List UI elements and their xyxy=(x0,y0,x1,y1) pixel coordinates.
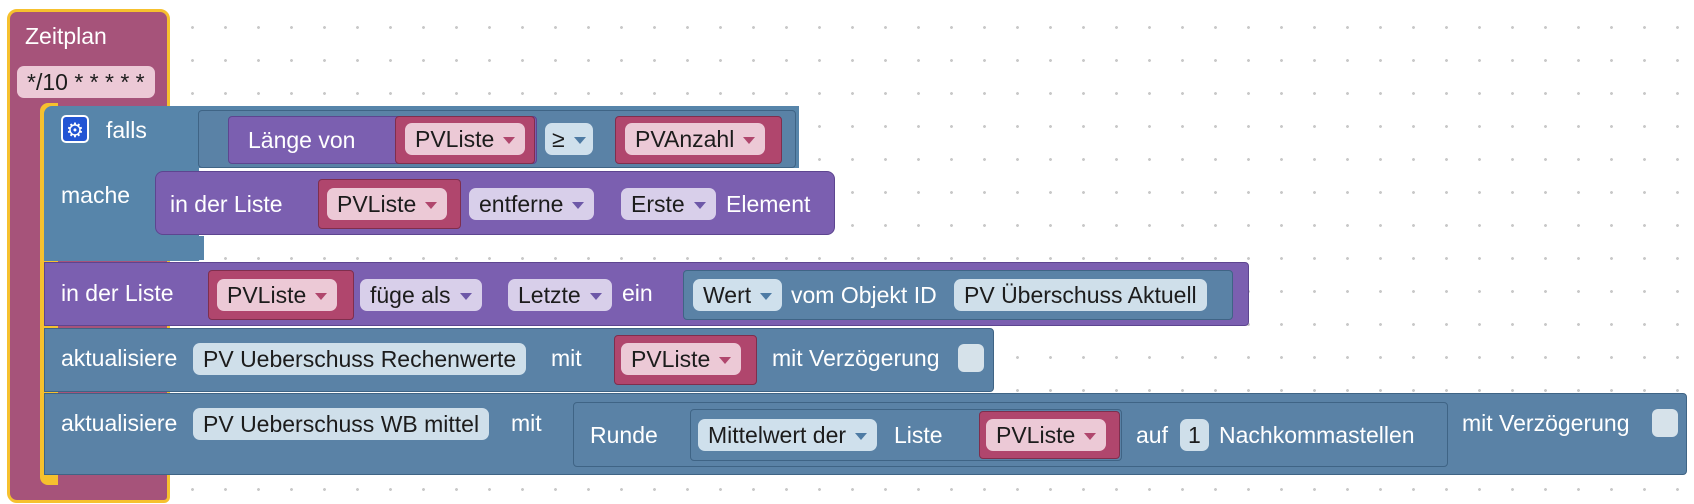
chevron-down-icon xyxy=(760,293,773,300)
remove-action-dropdown[interactable]: entferne xyxy=(469,188,595,220)
if-label: falls xyxy=(106,117,147,143)
list-remove-block[interactable] xyxy=(155,171,835,235)
chevron-down-icon xyxy=(743,137,756,144)
object-id-label: vom Objekt ID xyxy=(791,282,937,308)
chevron-down-icon xyxy=(315,293,328,300)
delay-label: mit Verzögerung xyxy=(772,345,940,371)
chevron-down-icon xyxy=(719,357,732,364)
insert-action-dropdown[interactable]: füge als xyxy=(360,279,482,311)
variable-dropdown[interactable]: PVAnzahl xyxy=(625,123,766,155)
chevron-down-icon xyxy=(573,137,586,144)
cron-field[interactable]: */10 * * * * * xyxy=(17,66,155,98)
schedule-title: Zeitplan xyxy=(25,23,107,49)
insert-prefix: in der Liste xyxy=(61,280,174,306)
operator-value: ≥ xyxy=(552,126,565,152)
length-label: Länge von xyxy=(248,127,356,153)
mit-label: mit xyxy=(551,345,582,371)
gear-icon[interactable]: ⚙ xyxy=(61,115,89,143)
decimals-field[interactable]: 1 xyxy=(1180,419,1209,451)
decimals-value: 1 xyxy=(1188,422,1201,448)
variable-dropdown[interactable]: PVListe xyxy=(217,279,338,311)
round-label: Runde xyxy=(590,422,658,448)
insert-position: Letzte xyxy=(518,282,581,308)
chevron-down-icon xyxy=(503,137,516,144)
variable-name: PVListe xyxy=(631,346,711,372)
mit-label: mit xyxy=(511,410,542,436)
math-op-dropdown[interactable]: Mittelwert der xyxy=(698,419,878,451)
variable-name: PVListe xyxy=(337,191,417,217)
object-id-value: PV Überschuss Aktuell xyxy=(964,282,1197,308)
if-block-bottom xyxy=(44,236,204,260)
update-target-field[interactable]: PV Ueberschuss WB mittel xyxy=(193,408,490,440)
insert-action: füge als xyxy=(370,282,451,308)
variable-name: PVListe xyxy=(415,126,495,152)
chevron-down-icon xyxy=(1084,433,1097,440)
state-prop-dropdown[interactable]: Wert xyxy=(693,279,783,311)
chevron-down-icon xyxy=(459,293,472,300)
variable-dropdown[interactable]: PVListe xyxy=(327,188,448,220)
chevron-down-icon xyxy=(572,202,585,209)
auf-label: auf xyxy=(1136,422,1168,448)
cron-text: */10 * * * * * xyxy=(27,69,145,95)
delay-checkbox[interactable] xyxy=(958,344,984,372)
insert-position-dropdown[interactable]: Letzte xyxy=(508,279,612,311)
remove-suffix: Element xyxy=(726,191,811,217)
variable-name: PVListe xyxy=(996,422,1076,448)
do-label: mache xyxy=(61,182,131,208)
chevron-down-icon xyxy=(855,433,868,440)
delay-label: mit Verzögerung xyxy=(1462,410,1630,436)
update-target-field[interactable]: PV Ueberschuss Rechenwerte xyxy=(193,343,527,375)
remove-position-dropdown[interactable]: Erste xyxy=(621,188,716,220)
remove-action: entferne xyxy=(479,191,564,217)
state-prop: Wert xyxy=(703,282,752,308)
delay-checkbox[interactable] xyxy=(1652,409,1678,437)
operator-dropdown[interactable]: ≥ xyxy=(545,123,593,155)
update-label: aktualisiere xyxy=(61,345,178,371)
variable-name: PVListe xyxy=(227,282,307,308)
object-id-field[interactable]: PV Überschuss Aktuell xyxy=(954,279,1207,311)
remove-position: Erste xyxy=(631,191,685,217)
variable-dropdown[interactable]: PVListe xyxy=(986,419,1107,451)
decimals-label: Nachkommastellen xyxy=(1219,422,1415,448)
math-op: Mittelwert der xyxy=(708,422,847,448)
chevron-down-icon xyxy=(425,202,438,209)
update-target: PV Ueberschuss Rechenwerte xyxy=(203,346,517,372)
chevron-down-icon xyxy=(693,202,706,209)
variable-dropdown[interactable]: PVListe xyxy=(405,123,526,155)
variable-dropdown[interactable]: PVListe xyxy=(621,343,742,375)
remove-prefix: in der Liste xyxy=(170,191,283,217)
insert-mid: ein xyxy=(622,280,653,306)
update-label: aktualisiere xyxy=(61,410,178,436)
chevron-down-icon xyxy=(589,293,602,300)
variable-name: PVAnzahl xyxy=(635,126,735,152)
list-label: Liste xyxy=(894,422,943,448)
update-target: PV Ueberschuss WB mittel xyxy=(203,411,480,437)
